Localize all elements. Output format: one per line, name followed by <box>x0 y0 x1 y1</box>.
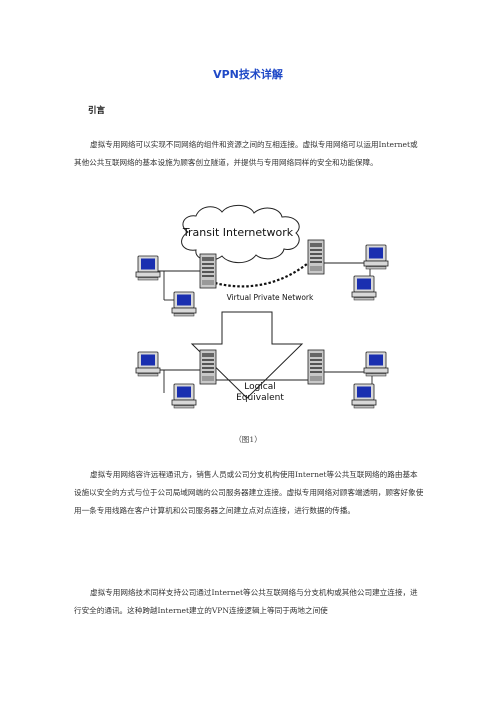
server-icon <box>199 253 217 289</box>
cloud-label: Transit Internetwork <box>182 226 294 239</box>
computer-icon <box>171 291 197 317</box>
server-icon <box>307 239 325 275</box>
paragraph-2: 虚拟专用网络容许远程通讯方，销售人员或公司分支机构使用Internet等公共互联… <box>74 466 424 520</box>
figure-caption: （图1） <box>234 435 262 444</box>
computer-icon <box>351 383 377 409</box>
computer-icon <box>135 255 161 281</box>
computer-icon <box>363 244 389 270</box>
arrow-down-icon <box>190 311 304 399</box>
paragraph-2-text: 虚拟专用网络容许远程通讯方，销售人员或公司分支机构使用Internet等公共互联… <box>74 470 424 515</box>
vpn-tunnel <box>214 257 315 288</box>
computer-icon <box>363 351 389 377</box>
document-title: VPN技术详解 <box>213 68 283 81</box>
paragraph-1-text: 虚拟专用网络可以实现不同网络的组件和资源之间的互相连接。虚拟专用网络可以运用In… <box>74 140 418 167</box>
computer-icon <box>351 275 377 301</box>
section-heading-intro: 引言 <box>88 106 106 116</box>
logical-label-1: Logical <box>244 382 276 392</box>
paragraph-1: 虚拟专用网络可以实现不同网络的组件和资源之间的互相连接。虚拟专用网络可以运用In… <box>74 136 424 172</box>
computer-icon <box>171 383 197 409</box>
paragraph-3: 虚拟专用网络技术同样支持公司通过Internet等公共互联网络与分支机构或其他公… <box>74 584 424 620</box>
logical-label-2: Equivalent <box>236 393 284 403</box>
paragraph-3-text: 虚拟专用网络技术同样支持公司通过Internet等公共互联网络与分支机构或其他公… <box>74 588 418 615</box>
tunnel-label: Virtual Private Network <box>227 293 314 302</box>
server-icon <box>199 349 217 385</box>
server-icon <box>307 349 325 385</box>
computer-icon <box>135 351 161 377</box>
vpn-figure: Transit Internetwork Virtual Private Net… <box>135 204 389 409</box>
